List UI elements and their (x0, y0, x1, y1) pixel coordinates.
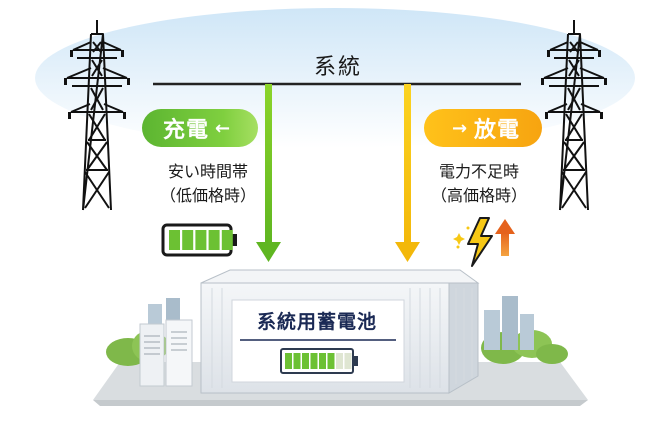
power-cabinets (139, 319, 193, 387)
battery-cell (285, 353, 292, 369)
right-arrow-icon: → (451, 117, 469, 139)
battery-icon (161, 223, 237, 257)
charge-caption-line1: 安い時間帯 (167, 162, 248, 181)
discharge-label: 放電 (474, 118, 521, 143)
battery-cell (344, 353, 352, 369)
charge-caption-line2: （低価格時） (159, 186, 256, 205)
grid-label: 系統 (314, 55, 363, 80)
discharge-caption-line1: 電力不足時 (438, 162, 519, 181)
discharge-caption: 電力不足時 （高価格時） (424, 160, 534, 208)
up-arrow-icon (495, 219, 515, 256)
battery-cell (195, 230, 207, 250)
battery-cell (208, 230, 220, 250)
battery-cell (327, 353, 335, 369)
battery-cell (319, 353, 326, 369)
battery-cell (293, 353, 301, 369)
discharge-arrow (395, 84, 420, 262)
charge-caption: 安い時間帯 （低価格時） (158, 160, 258, 208)
charge-label: 充電 (162, 118, 209, 143)
storage-label: 系統用蓄電池 (256, 310, 377, 333)
battery-cell (221, 230, 233, 250)
discharge-caption-line2: （高価格時） (430, 186, 527, 205)
discharge-badge: → 放電 (424, 109, 542, 147)
battery-cell (169, 230, 180, 250)
battery-cell (302, 353, 309, 369)
charge-badge: 充電 ← (142, 109, 258, 147)
battery-cell (336, 353, 343, 369)
battery-cell (182, 230, 194, 250)
battery-cell (310, 353, 318, 369)
charge-arrow (256, 84, 281, 262)
left-arrow-icon: ← (214, 117, 232, 139)
lightning-icon (453, 217, 493, 267)
storage-container (200, 269, 480, 394)
